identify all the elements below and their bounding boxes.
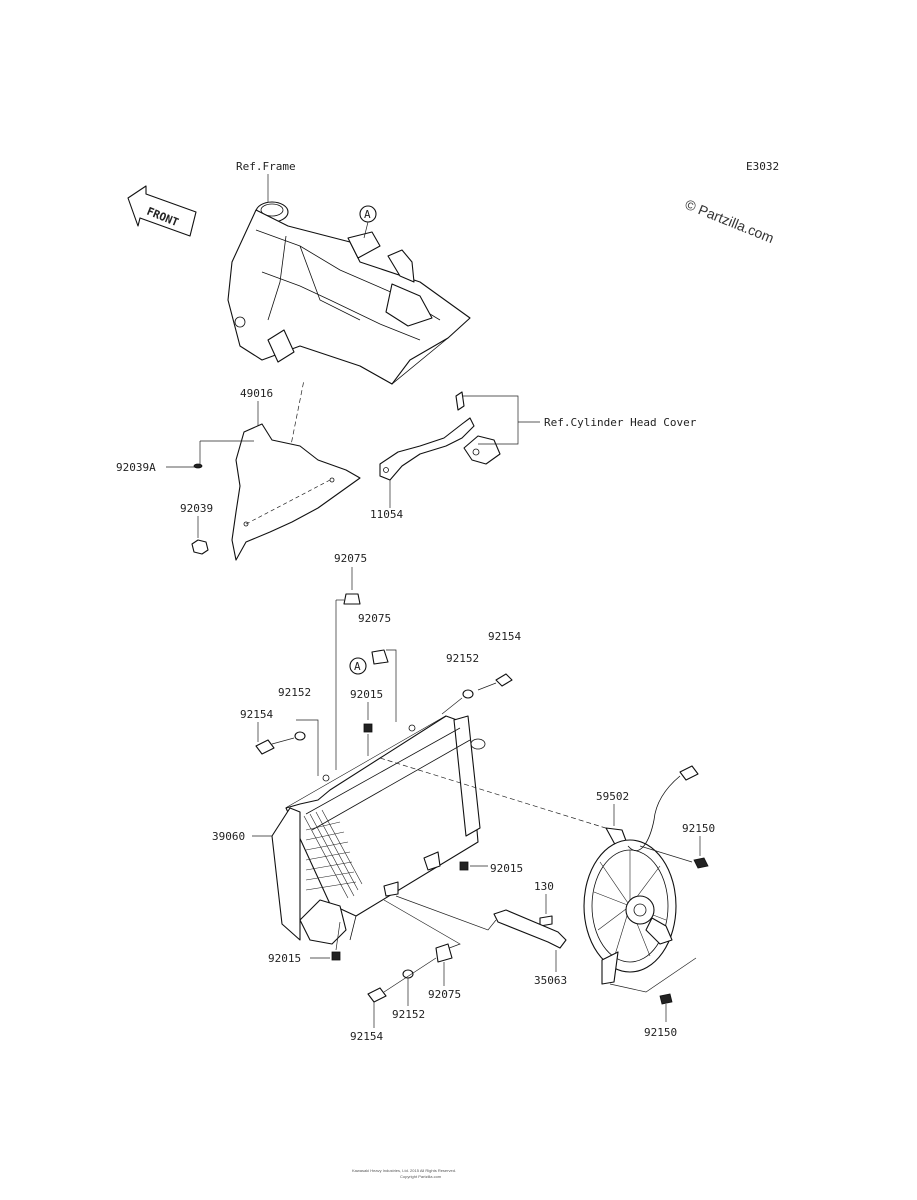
clip-92015-mid [459,861,469,871]
clip-92015-top [363,723,373,733]
collar-92152-tr [462,689,474,699]
part-label-59502: 59502 [596,790,629,803]
part-label-92015-low: 92015 [268,952,301,965]
watermark: © Partzilla.com [683,196,776,246]
bracket-35063 [493,909,567,949]
grommet-92075-low [435,943,453,963]
radiator-shroud [231,423,361,561]
part-label-92039: 92039 [180,502,213,515]
bolt-130 [539,915,553,927]
part-label-92075-top: 92075 [334,552,367,565]
front-arrow-icon: FRONT [127,185,197,237]
part-label-92039a: 92039A [116,461,156,474]
part-label-92152-low: 92152 [392,1008,425,1021]
grommet-92039a [193,463,203,469]
part-label-92075-mid: 92075 [358,612,391,625]
ref-cylinder-head-label: Ref.Cylinder Head Cover [544,416,697,429]
footer-line2: Copyright Partzilla.com [400,1174,442,1179]
part-label-92150-b: 92150 [644,1026,677,1039]
bolt-92150-b [659,993,673,1005]
bolt-92154-tr [495,673,513,687]
part-label-39060: 39060 [212,830,245,843]
diagram-code: E3032 [746,160,779,173]
bolt-92154-low [367,987,387,1003]
part-label-92152-l: 92152 [278,686,311,699]
bolt-92154-l [255,739,275,755]
collar-92152-l [294,731,306,741]
part-label-92075-low: 92075 [428,988,461,1001]
callout-a-circle-2 [349,657,367,675]
part-label-92150-r: 92150 [682,822,715,835]
part-label-130: 130 [534,880,554,893]
frame-assembly [227,201,471,385]
part-label-92152-tr: 92152 [446,652,479,665]
part-label-92154-low: 92154 [350,1030,383,1043]
part-label-35063: 35063 [534,974,567,987]
clip-92015-low [331,951,341,961]
grommet-92075-mid [371,649,389,665]
radiator-39060 [271,715,486,945]
grommet-92075-top [343,593,361,605]
part-label-11054: 11054 [370,508,403,521]
bracket-11054 [379,417,475,481]
part-label-92154-tr: 92154 [488,630,521,643]
part-label-92154-l: 92154 [240,708,273,721]
callout-a-label: A [364,208,371,221]
callout-a-label-2: A [354,660,361,673]
part-label-92015-top: 92015 [350,688,383,701]
part-label-49016: 49016 [240,387,273,400]
nut-92039 [191,539,209,555]
bolt-92150-r [693,857,709,869]
radiator-fan-59502 [583,765,699,985]
footer-line1: Kawasaki Heavy Industries, Ltd. 2015 All… [352,1168,456,1173]
part-label-92015-mid: 92015 [490,862,523,875]
ref-frame-label: Ref.Frame [236,160,296,173]
